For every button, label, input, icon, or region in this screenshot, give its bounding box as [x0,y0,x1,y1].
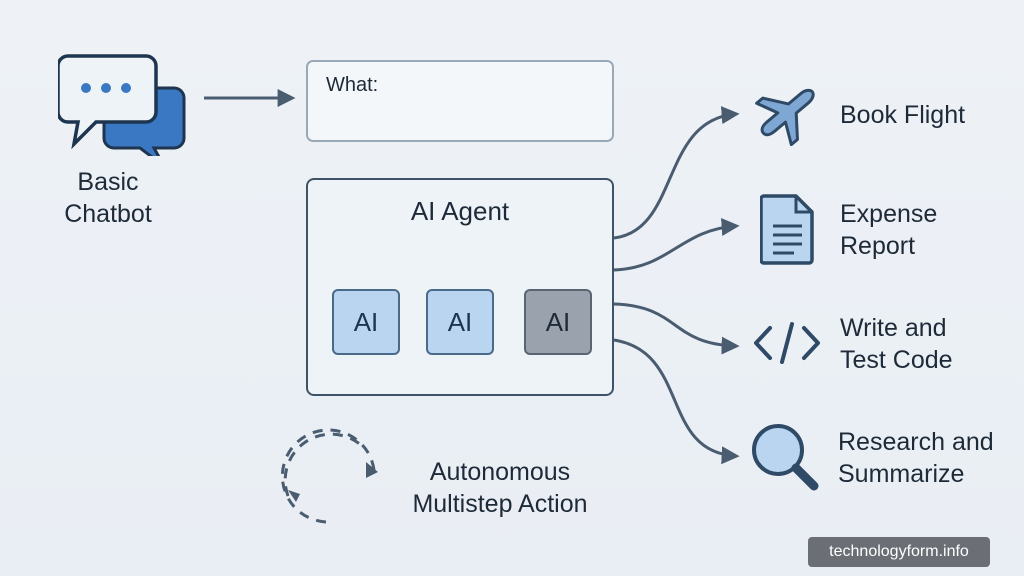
task-label-line: Report [840,232,916,260]
ai-node-3: AI [524,289,592,355]
task-label-line: Test Code [840,346,953,374]
autonomous-label: Autonomous Multistep Action [390,456,610,520]
task-label-line: Book Flight [840,101,966,129]
task-label-line: Write and [840,314,947,342]
chatbot-label: Basic Chatbot [48,166,168,230]
ai-agent-box: AI Agent [306,178,614,396]
chatbot-label-line2: Chatbot [64,200,152,228]
ai-node-1: AI [332,289,400,355]
chat-bubbles-icon [58,54,186,156]
agent-to-research-arrow [613,338,740,465]
autonomous-label-line1: Autonomous [429,458,571,486]
task-label-book-flight: Book Flight [840,99,965,131]
agent-to-flight-arrow [613,106,740,240]
cycle-icon [280,428,376,524]
task-label-research: Research and Summarize [838,426,994,490]
code-icon [754,322,820,364]
airplane-icon [755,88,815,146]
task-label-expense-report: Expense Report [840,198,937,262]
task-label-write-code: Write and Test Code [840,312,953,376]
watermark: technologyform.info [808,537,990,567]
task-label-line: Research and [838,428,994,456]
chatbot-label-line1: Basic [77,168,139,196]
agent-to-code-arrow [613,302,740,355]
ai-node-2: AI [426,289,494,355]
magnifier-icon [752,424,819,491]
document-icon [760,194,814,265]
agent-title: AI Agent [410,196,510,226]
agent-to-expense-arrow [613,218,740,272]
task-label-line: Summarize [838,460,965,488]
query-box: What: [306,60,614,142]
query-label: What: [326,74,379,96]
autonomous-label-line2: Multistep Action [412,490,588,518]
task-label-line: Expense [840,200,938,228]
